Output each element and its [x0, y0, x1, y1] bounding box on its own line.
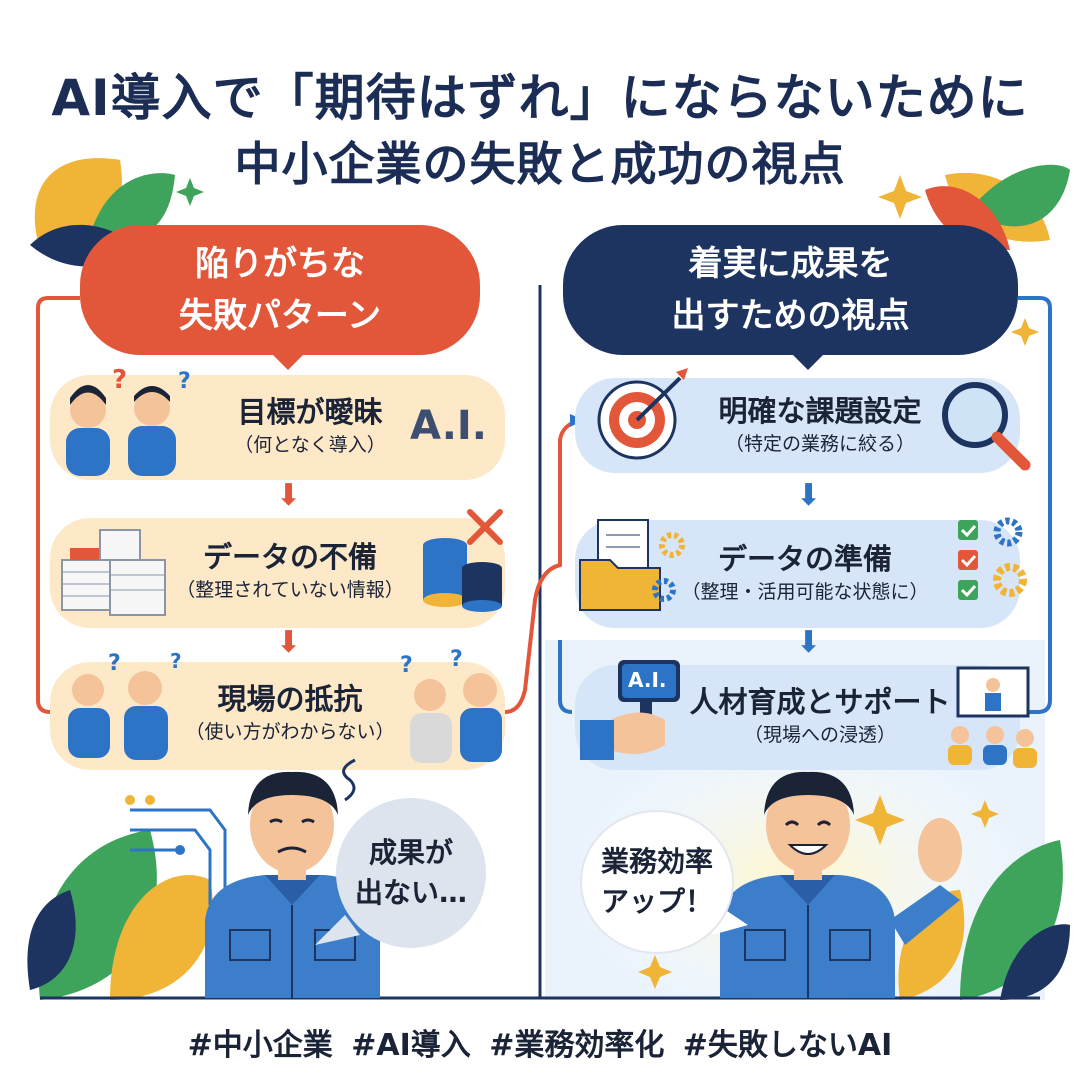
- hashtags: #中小企業 #AI導入 #業務効率化 #失敗しないAI: [187, 1028, 893, 1063]
- failure-header-line1: 陥りがちな: [195, 244, 365, 284]
- page-subtitle: 中小企業の失敗と成功の視点: [234, 137, 846, 191]
- bubble-line: アップ！: [600, 885, 713, 918]
- failure-card-title: 目標が曖昧: [237, 395, 383, 429]
- flow-connector-right-lower: [558, 640, 573, 714]
- circuit-icon: [125, 795, 155, 805]
- magnifier-icon: [942, 382, 1031, 471]
- worried-worker-illustration: [205, 758, 380, 998]
- speech-bubble-no-results: 成果が 出ない…: [336, 798, 486, 948]
- circuit-icon: [130, 808, 227, 905]
- database-icon: [423, 538, 502, 612]
- checkbox-icon: [958, 520, 978, 600]
- leaf-icon: [898, 840, 1070, 1000]
- success-header: 着実に成果を 出すための視点: [563, 225, 1018, 355]
- flow-connector-right: [1018, 296, 1052, 714]
- bubble-line: 業務効率: [600, 845, 713, 878]
- svg-text:?: ?: [112, 365, 127, 395]
- failure-card-vague-goal: 目標が曖昧 （何となく導入） A.I.: [50, 375, 505, 480]
- success-card-title: 人材育成とサポート: [689, 685, 951, 719]
- success-header-line1: 着実に成果を: [688, 244, 893, 284]
- happy-worker-illustration: [720, 771, 962, 998]
- frustrated-people-icon: ? ? ? ?: [68, 647, 502, 763]
- bubble-tail: [315, 915, 360, 945]
- speech-bubble-efficiency-up: 業務効率 アップ！: [580, 810, 734, 954]
- arrow-down-icon: ⬇: [796, 478, 822, 513]
- failure-card-title: データの不備: [202, 540, 377, 574]
- flow-connector-left: [36, 296, 80, 714]
- svg-text:?: ?: [400, 653, 413, 678]
- failure-header-line2: 失敗パターン: [178, 296, 382, 336]
- success-card-subtitle: （整理・活用可能な状態に）: [681, 581, 929, 603]
- target-icon: [597, 368, 688, 460]
- page-title: AI導入で「期待はずれ」にならないために: [51, 69, 1029, 127]
- svg-text:?: ?: [170, 649, 182, 673]
- failure-card-subtitle: （使い方がわからない）: [185, 721, 395, 743]
- arrow-down-icon: ⬇: [276, 478, 302, 513]
- failure-card-subtitle: （整理されていない情報）: [176, 579, 404, 601]
- arrow-down-icon: ⬇: [796, 625, 822, 660]
- ai-sign-badge: A.I.: [628, 668, 667, 692]
- success-header-line2: 出すための視点: [671, 296, 910, 336]
- confused-people-icon: ? ?: [66, 365, 191, 476]
- error-x-icon: [467, 509, 503, 545]
- ai-badge: A.I.: [410, 403, 487, 449]
- presentation-icon: [948, 666, 1037, 768]
- pill-pointer: [270, 352, 306, 370]
- flow-connector-cross: [504, 418, 581, 714]
- leaf-icon: [27, 830, 213, 1000]
- svg-text:?: ?: [450, 647, 463, 672]
- pill-pointer: [790, 352, 826, 370]
- success-card-data: データの準備 （整理・活用可能な状態に）: [575, 520, 1020, 628]
- sparkle-icon: [638, 175, 1039, 989]
- sparkle-icon: [176, 178, 204, 206]
- arrow-down-icon: ⬇: [276, 625, 302, 660]
- svg-text:?: ?: [108, 651, 121, 676]
- document-stack-icon: [61, 529, 166, 616]
- bubble-line: 成果が: [368, 836, 453, 869]
- success-card-subtitle: （現場への浸透）: [743, 724, 896, 746]
- success-card-subtitle: （特定の業務に絞る）: [724, 433, 915, 455]
- svg-text:?: ?: [178, 369, 191, 394]
- gear-icon: [652, 517, 1027, 602]
- failure-card-subtitle: （何となく導入）: [234, 434, 386, 456]
- bubble-line: 出ない…: [354, 876, 467, 909]
- success-card-title: データの準備: [717, 542, 892, 576]
- failure-header: 陥りがちな 失敗パターン: [80, 225, 480, 355]
- failure-card-title: 現場の抵抗: [217, 682, 363, 716]
- hand-ai-sign-icon: [580, 660, 680, 760]
- folder-icon: [579, 519, 661, 611]
- success-card-title: 明確な課題設定: [718, 394, 922, 428]
